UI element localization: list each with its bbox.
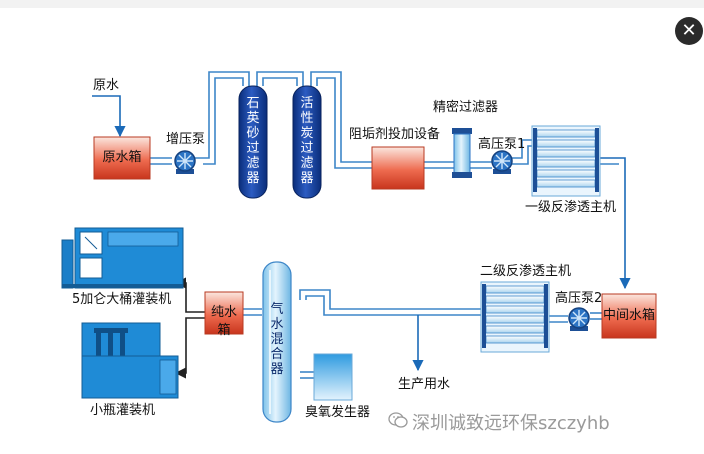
quartz-sand-filter-label: 石英砂过滤器 xyxy=(246,96,260,186)
secondary-ro-unit xyxy=(480,281,550,353)
raw-water-tank-label: 原水箱 xyxy=(102,150,142,165)
ozone-generator-label: 臭氧发生器 xyxy=(305,405,371,420)
gas-water-mixer-label: 气水混合器 xyxy=(270,302,284,377)
high-pressure-pump-2-icon xyxy=(568,307,590,331)
close-button[interactable]: ✕ xyxy=(675,17,703,45)
barrel-filler-label: 5加仑大桶灌装机 xyxy=(72,292,172,307)
high-pressure-pump-1-icon xyxy=(491,150,513,174)
high-pressure-pump-1-label: 高压泵1 xyxy=(478,137,526,152)
precision-filter xyxy=(452,128,472,178)
wechat-icon xyxy=(388,412,408,428)
top-bar xyxy=(0,0,704,8)
primary-ro-unit-label: 一级反渗透主机 xyxy=(525,200,617,215)
raw-water-label: 原水 xyxy=(93,78,120,93)
ozone-generator xyxy=(313,353,353,401)
secondary-ro-unit-label: 二级反渗透主机 xyxy=(480,264,572,279)
intermediate-water-tank xyxy=(601,293,657,339)
barrel-filler-machine xyxy=(61,227,184,289)
pure-water-tank-label: 纯水箱 xyxy=(210,305,237,338)
gas-water-mixer xyxy=(262,261,292,423)
quartz-sand-filter xyxy=(238,85,268,199)
antiscalant-dosing-box xyxy=(371,146,425,190)
booster-pump-icon xyxy=(174,150,196,174)
activated-carbon-filter-label: 活性炭过滤器 xyxy=(300,96,314,186)
intermediate-tank-label: 中间水箱 xyxy=(602,308,655,323)
bottle-filler-label: 小瓶灌装机 xyxy=(90,403,156,418)
high-pressure-pump-2-label: 高压泵2 xyxy=(555,291,603,306)
watermark-text: 深圳诚致远环保szczyhb xyxy=(412,413,610,434)
pipes xyxy=(92,71,631,379)
activated-carbon-filter xyxy=(292,85,322,199)
primary-ro-unit xyxy=(531,125,601,197)
precision-filter-label: 精密过滤器 xyxy=(433,100,499,115)
bottle-filler-machine xyxy=(81,322,179,399)
antiscalant-dosing-label: 阻垢剂投加设备 xyxy=(349,127,441,142)
pure-water-tank xyxy=(204,291,244,335)
booster-pump-label: 增压泵 xyxy=(166,132,206,147)
production-water-label: 生产用水 xyxy=(398,377,451,392)
raw-water-tank xyxy=(93,136,151,180)
